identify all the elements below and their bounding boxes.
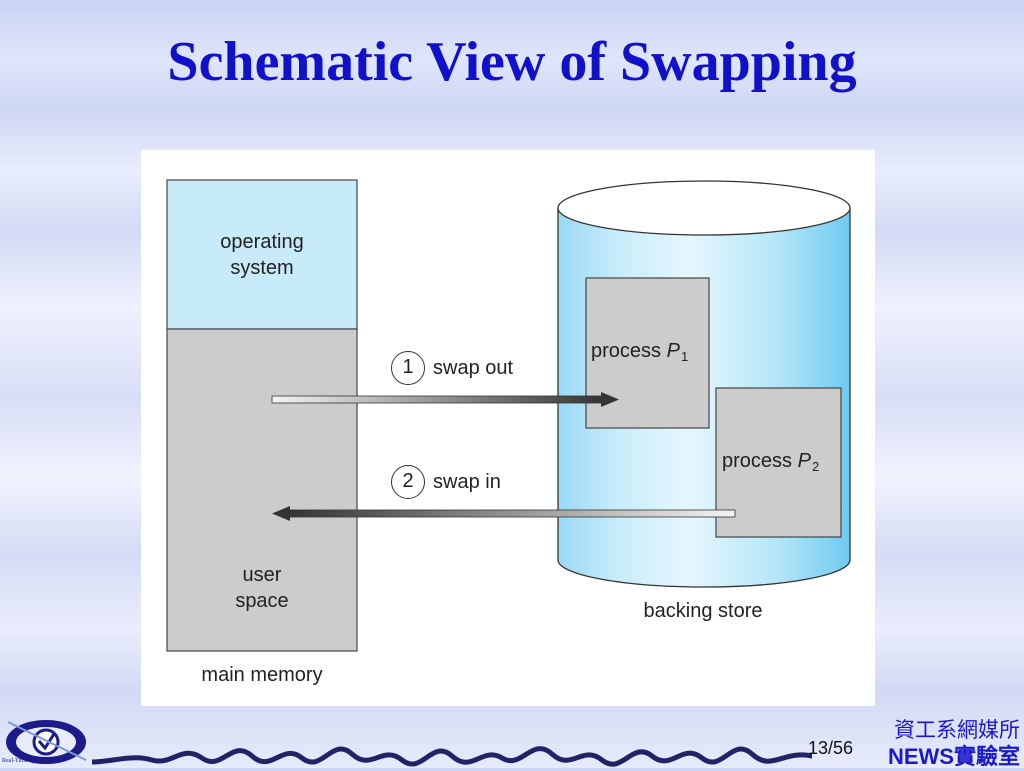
lab-logo-icon bbox=[6, 720, 87, 764]
step-1-circle: 1 bbox=[391, 351, 425, 385]
swapping-diagram: operating system user space main memory … bbox=[141, 150, 875, 706]
os-label-line2: system bbox=[230, 257, 294, 279]
user-space-label-line2: space bbox=[235, 590, 289, 612]
main-memory-caption: main memory bbox=[201, 664, 323, 686]
process-p2-box bbox=[715, 387, 842, 538]
page-total: /56 bbox=[828, 738, 854, 758]
process-p2-sub: 2 bbox=[811, 459, 820, 474]
user-space-region bbox=[166, 328, 358, 652]
process-p1-text: process bbox=[591, 340, 662, 362]
lab-name-suffix: 實驗室 bbox=[953, 744, 1020, 769]
process-p1-var: P bbox=[666, 340, 680, 362]
lab-name: NEWS實驗室 bbox=[888, 739, 1020, 771]
process-p1-sub: 1 bbox=[680, 349, 689, 364]
diagram-graphics bbox=[166, 179, 851, 652]
swap-out-label: swap out bbox=[433, 357, 514, 379]
os-label: operating system bbox=[220, 229, 303, 281]
page-number: 13/56 bbox=[808, 738, 853, 759]
process-p2-text: process bbox=[722, 450, 793, 472]
swap-out-arrow bbox=[271, 392, 619, 407]
step-2-circle: 2 bbox=[391, 465, 425, 499]
process-p2-label: process P2 bbox=[722, 448, 819, 480]
swap-in-arrow bbox=[272, 506, 736, 521]
swap-in-label: swap in bbox=[433, 471, 501, 493]
page-current: 13 bbox=[808, 738, 829, 758]
backing-store-caption: backing store bbox=[643, 600, 763, 622]
lab-logo-text: Real-Time Systems Lab bbox=[2, 758, 60, 764]
slide-title: Schematic View of Swapping bbox=[167, 31, 857, 93]
os-region bbox=[166, 179, 358, 330]
decorative-wave bbox=[92, 746, 812, 767]
user-space-label: user space bbox=[235, 562, 288, 614]
user-space-label-line1: user bbox=[242, 564, 282, 586]
process-p1-label: process P1 bbox=[591, 338, 688, 370]
process-p2-var: P bbox=[797, 450, 811, 472]
department-name: 資工系網媒所 bbox=[894, 719, 1020, 742]
lab-name-prefix: NEWS bbox=[887, 744, 954, 769]
os-label-line1: operating bbox=[220, 231, 304, 253]
